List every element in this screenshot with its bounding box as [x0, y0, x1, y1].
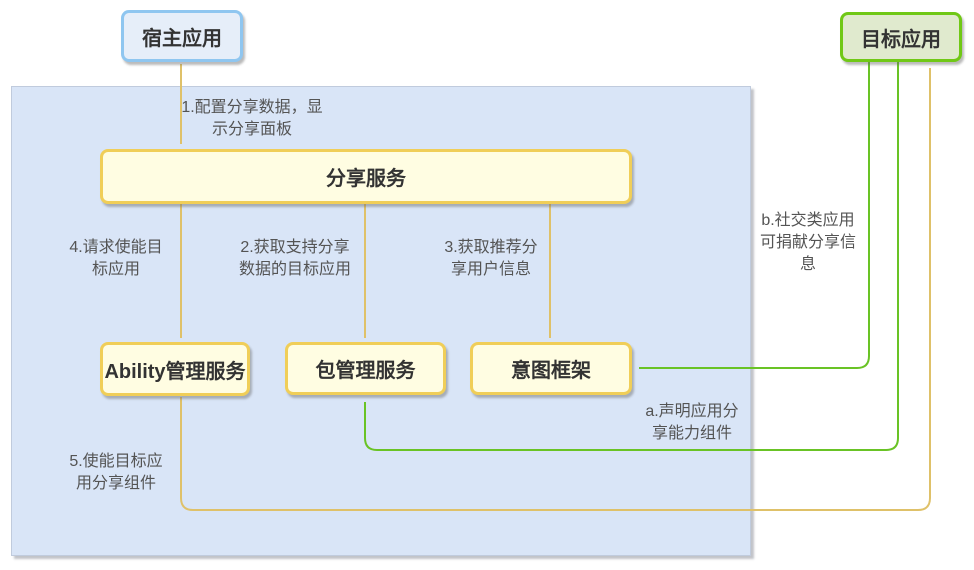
- edge-label-step1: 1.配置分享数据，显 示分享面板: [181, 99, 323, 138]
- node-host-app: 宿主应用: [121, 10, 243, 62]
- edge-label-step4: 4.请求使能目 标应用: [69, 239, 163, 278]
- node-ability-management-service: Ability管理服务: [100, 342, 250, 396]
- edge-label-step5: 5.使能目标应 用分享组件: [69, 453, 163, 492]
- node-ability-management-service-label: Ability管理服务: [104, 360, 246, 383]
- node-package-management-service-label: 包管理服务: [315, 360, 416, 382]
- node-intent-framework: 意图框架: [470, 342, 632, 395]
- edge-label-step3: 3.获取推荐分 享用户信息: [444, 239, 538, 278]
- node-target-app-label: 目标应用: [861, 28, 941, 51]
- node-host-app-label: 宿主应用: [142, 27, 222, 50]
- node-intent-framework-label: 意图框架: [511, 360, 591, 382]
- node-share-service-label: 分享服务: [326, 168, 406, 190]
- edge-label-step-a: a.声明应用分 享能力组件: [645, 403, 739, 442]
- node-share-service: 分享服务: [100, 149, 632, 204]
- edge-label-step-b: b.社交类应用 可捐献分享信 息: [759, 212, 856, 273]
- node-target-app: 目标应用: [840, 12, 962, 62]
- edge-label-step2: 2.获取支持分享 数据的目标应用: [238, 239, 351, 278]
- node-package-management-service: 包管理服务: [285, 342, 446, 395]
